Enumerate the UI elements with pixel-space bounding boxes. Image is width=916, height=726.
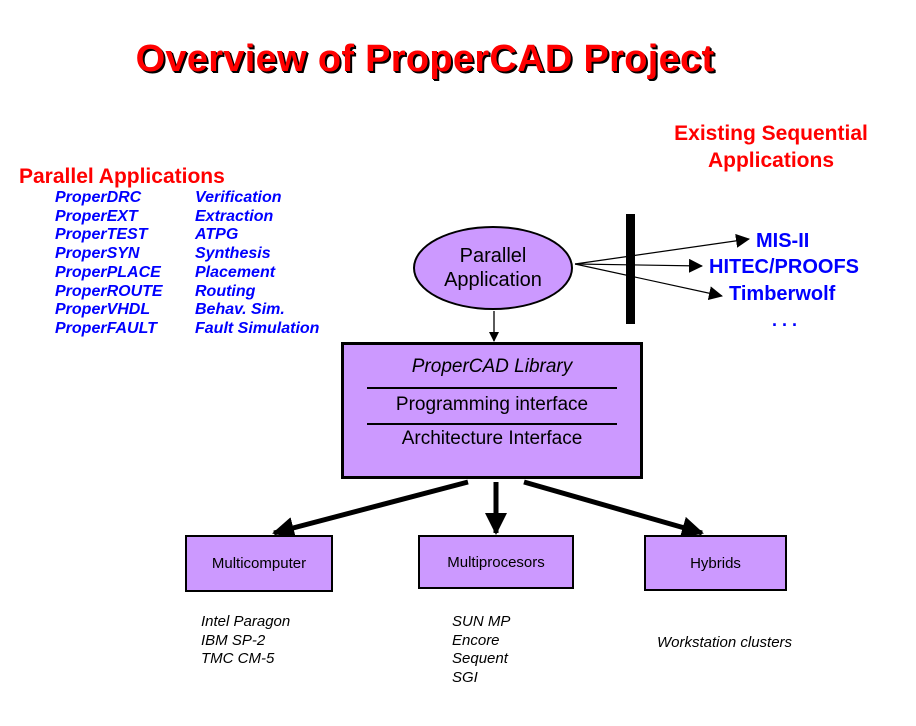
library-divider [367,423,617,425]
app-description: Behav. Sim. [195,301,285,319]
app-description: Fault Simulation [195,319,320,337]
app-name: ProperPLACE [55,263,161,281]
app-name: ProperFAULT [55,319,157,337]
multicomputer-platforms: Intel Paragon IBM SP-2 TMC CM-5 [201,613,290,669]
library-programming-interface: Programming interface [395,394,589,415]
sequential-app-timberwolf: Timberwolf [729,283,836,305]
page-title: Overview of ProperCAD Project [135,38,715,80]
parallel-app-name-list: ProperDRC ProperEXT ProperTEST ProperSYN… [55,189,163,339]
library-name: ProperCAD Library [411,356,573,377]
hybrids-platforms: Workstation clusters [657,634,792,653]
propercad-library-box: ProperCAD Library Programming interface … [341,342,643,479]
parallel-application-node: Parallel Application [413,226,573,310]
parallel-application-line1: Parallel [459,245,527,267]
app-name: ProperTEST [55,226,148,244]
app-description: Verification [195,189,282,206]
app-description: Placement [195,263,276,281]
platform-item: TMC CM-5 [201,650,275,667]
sequential-app-ellipsis: . . . [772,310,798,330]
library-divider [367,387,617,389]
arrow-to-timberwolf [574,263,723,301]
platform-item: Sequent [452,650,508,667]
sequential-app-mis-ii: MIS-II [756,230,810,252]
platform-item: IBM SP-2 [201,631,266,649]
app-description: Synthesis [195,245,271,263]
platform-item: Workstation clusters [657,634,793,651]
multicomputer-box: Multicomputer [185,535,333,592]
platform-item: Intel Paragon [201,613,291,630]
sequential-applications-heading: Existing Sequential Applications [660,120,882,174]
parallel-app-desc-list: Verification Extraction ATPG Synthesis P… [195,189,319,339]
app-name: ProperROUTE [55,282,163,300]
app-name: ProperSYN [55,245,140,263]
app-description: Routing [195,282,256,300]
interface-barrier [626,214,635,324]
parallel-application-line2: Application [444,269,542,291]
multiprocesors-box: Multiprocesors [418,535,574,589]
arrow-to-mis-ii [574,233,750,265]
library-architecture-interface: Architecture Interface [401,428,583,449]
sequential-app-hitec-proofs: HITEC/PROOFS [709,256,860,278]
arrow-to-hitec-proofs [574,258,703,273]
app-description: ATPG [195,226,239,244]
parallel-applications-heading: Parallel Applications [19,165,225,188]
app-name: ProperDRC [55,189,142,206]
app-description: Extraction [195,207,274,225]
platform-item: Encore [452,631,500,649]
multiprocesors-platforms: SUN MP Encore Sequent SGI [452,613,510,687]
arrow-library-to-multicomputer [272,479,469,539]
arrow-library-to-hybrids [523,479,704,539]
platform-item: SGI [452,668,478,686]
sequential-heading-line1: Existing Sequential [674,122,868,145]
platform-item: SUN MP [452,613,511,630]
app-name: ProperEXT [55,207,138,225]
sequential-heading-line2: Applications [707,149,834,172]
app-name: ProperVHDL [55,301,151,319]
hybrids-box: Hybrids [644,535,787,591]
